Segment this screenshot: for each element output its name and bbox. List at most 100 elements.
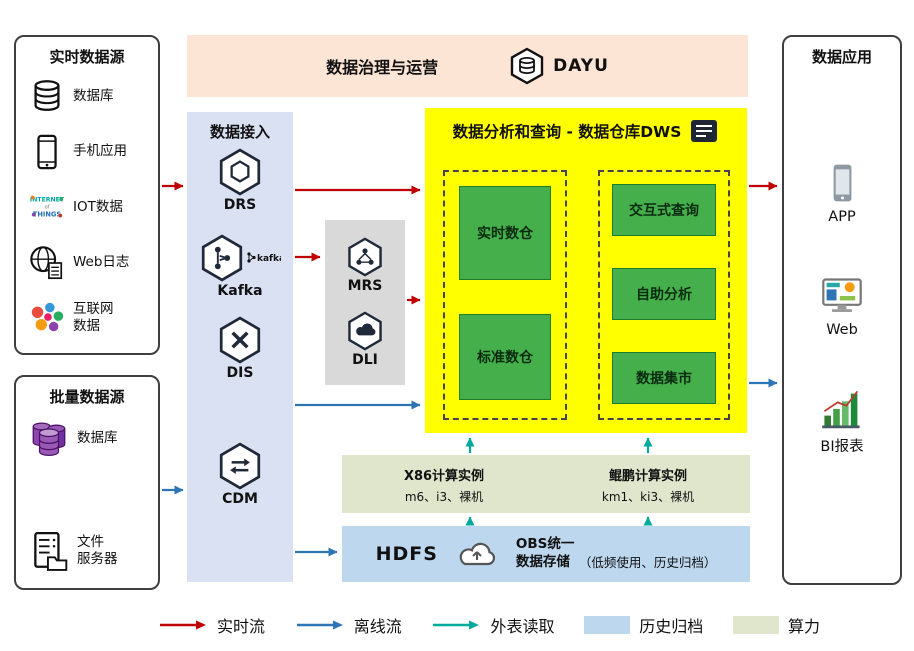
web-monitor-icon	[822, 278, 862, 312]
legend-item-compute: 算力	[732, 613, 820, 637]
source-item-label: 手机应用	[73, 143, 127, 160]
source-item-label: Web日志	[73, 254, 130, 271]
ingestion-title: 数据接入	[209, 123, 270, 141]
compute-instance-title: 鲲鹏计算实例	[608, 469, 687, 484]
source-item-database: 数据库	[28, 77, 154, 115]
source-item-label: 数据库	[73, 87, 114, 104]
applications-panel: 数据应用 APP Web	[782, 35, 902, 585]
legend-label: 算力	[787, 617, 820, 636]
blue-arrow-icon	[296, 620, 343, 630]
drs-icon	[219, 148, 261, 196]
legend-item-realtime-flow: 实时流	[158, 613, 265, 637]
legend-label: 外表读取	[490, 617, 555, 636]
legend-label: 实时流	[217, 617, 266, 636]
realtime-sources-list: 数据库 手机应用 INTERNET of THINGS	[16, 67, 158, 353]
governance-title: 数据治理与运营	[326, 58, 439, 77]
legend-label: 离线流	[353, 617, 402, 636]
internet-data-icon	[31, 302, 64, 332]
application-item-label: APP	[828, 209, 856, 225]
interactive-query-box: 交互式查询	[612, 184, 716, 236]
svg-text:kafka: kafka	[257, 254, 281, 264]
processing-item-dli: DLI	[346, 311, 384, 368]
dws-service-group: 交互式查询 自助分析 数据集市	[598, 170, 730, 420]
mrs-icon	[348, 237, 382, 277]
phone-icon	[37, 134, 57, 169]
legend-item-archive: 历史归档	[584, 613, 703, 637]
compute-instance-title: X86计算实例	[403, 469, 485, 484]
teal-arrow-icon	[433, 620, 480, 630]
ingestion-item-label: DIS	[226, 365, 254, 381]
app-phone-icon	[833, 164, 852, 202]
dayu-logo: DAYU	[508, 47, 609, 85]
processing-panel: MRS DLI	[325, 220, 405, 385]
compute-instance-subtitle: km1、ki3、裸机	[601, 490, 695, 504]
ingestion-item-cdm: CDM	[187, 442, 293, 507]
batch-sources-list: 数据库 文件 服务器	[16, 407, 158, 588]
source-item-web-log: Web日志	[28, 244, 154, 282]
compute-instance-subtitle: m6、i3、裸机	[404, 490, 484, 504]
application-item-app: APP	[821, 162, 863, 225]
dws-title: 数据分析和查询 - 数据仓库DWS	[425, 108, 747, 144]
batch-sources-panel: 批量数据源 数据库	[14, 375, 160, 590]
source-item-label: IOT数据	[73, 198, 123, 215]
dws-document-icon	[691, 120, 718, 142]
self-service-analysis-box: 自助分析	[612, 268, 716, 320]
compute-instance-x86: X86计算实例 m6、i3、裸机	[342, 455, 546, 513]
ingestion-item-label: CDM	[222, 491, 258, 507]
governance-banner: 数据治理与运营 DAYU	[187, 35, 748, 97]
file-server-icon	[34, 531, 68, 571]
source-item-file-server: 文件 服务器	[28, 530, 154, 572]
processing-item-label: MRS	[347, 278, 383, 294]
source-item-label: 互联网 数据	[73, 301, 114, 334]
legend-label: 历史归档	[639, 617, 704, 636]
kafka-wordmark-icon: kafka	[247, 252, 281, 264]
bi-report-icon	[822, 390, 860, 429]
standard-warehouse-box: 标准数仓	[459, 314, 551, 400]
compute-panel: X86计算实例 m6、i3、裸机 鲲鹏计算实例 km1、ki3、裸机	[342, 455, 750, 513]
svg-text:THINGS: THINGS	[33, 211, 62, 219]
dws-panel: 数据分析和查询 - 数据仓库DWS 实时数仓 标准数仓 交互式查询 自助分析 数…	[425, 108, 747, 433]
applications-title: 数据应用	[811, 48, 872, 66]
obs-note: （低频使用、历史归档）	[578, 554, 717, 570]
source-item-mobile-app: 手机应用	[28, 133, 154, 171]
source-item-internet-data: 互联网 数据	[28, 299, 154, 337]
ingestion-item-dis: DIS	[187, 316, 293, 381]
source-item-label: 文件 服务器	[77, 534, 118, 567]
realtime-warehouse-box: 实时数仓	[459, 186, 551, 280]
hdfs-label: HDFS	[375, 543, 438, 565]
ingestion-item-label: DRS	[223, 197, 257, 213]
application-item-label: BI报表	[820, 439, 864, 455]
dws-warehouse-group: 实时数仓 标准数仓	[443, 170, 567, 420]
legend-item-external-read: 外表读取	[431, 613, 554, 637]
dws-title-text: 数据分析和查询 - 数据仓库DWS	[452, 123, 682, 141]
dayu-hexagon-icon	[510, 47, 544, 85]
obs-label: OBS统一数据存储	[515, 536, 575, 570]
compute-swatch	[732, 616, 779, 634]
compute-instance-kunpeng: 鲲鹏计算实例 km1、ki3、裸机	[546, 455, 750, 513]
kafka-hexagon-icon	[201, 234, 243, 282]
application-item-label: Web	[826, 322, 858, 338]
realtime-sources-panel: 实时数据源 数据库 手机应用	[14, 35, 160, 355]
ingestion-panel: 数据接入 DRS kafka Kafka	[187, 112, 293, 582]
processing-item-mrs: MRS	[346, 237, 384, 294]
application-item-web: Web	[820, 275, 864, 338]
svg-text:of: of	[44, 204, 49, 210]
storage-panel: HDFS OBS统一数据存储 （低频使用、历史归档）	[342, 526, 750, 582]
purple-database-icon	[32, 422, 66, 457]
legend-item-offline-flow: 离线流	[295, 613, 402, 637]
legend: 实时流 离线流 外表读取 历史归档 算力	[158, 613, 820, 637]
applications-list: APP Web	[784, 67, 900, 583]
dayu-label: DAYU	[553, 56, 609, 76]
source-item-label: 数据库	[77, 429, 118, 446]
source-item-batch-database: 数据库	[28, 417, 154, 459]
processing-item-label: DLI	[352, 352, 378, 368]
application-item-bi: BI报表	[820, 388, 864, 456]
source-item-iot: INTERNET of THINGS IOT数据	[28, 188, 154, 226]
data-mart-box: 数据集市	[612, 352, 716, 404]
obs-cloud-icon	[459, 542, 495, 566]
ingestion-item-label: Kafka	[217, 283, 263, 299]
iot-icon: INTERNET of THINGS	[30, 195, 65, 219]
batch-sources-title: 批量数据源	[49, 388, 125, 406]
database-icon	[34, 80, 60, 111]
